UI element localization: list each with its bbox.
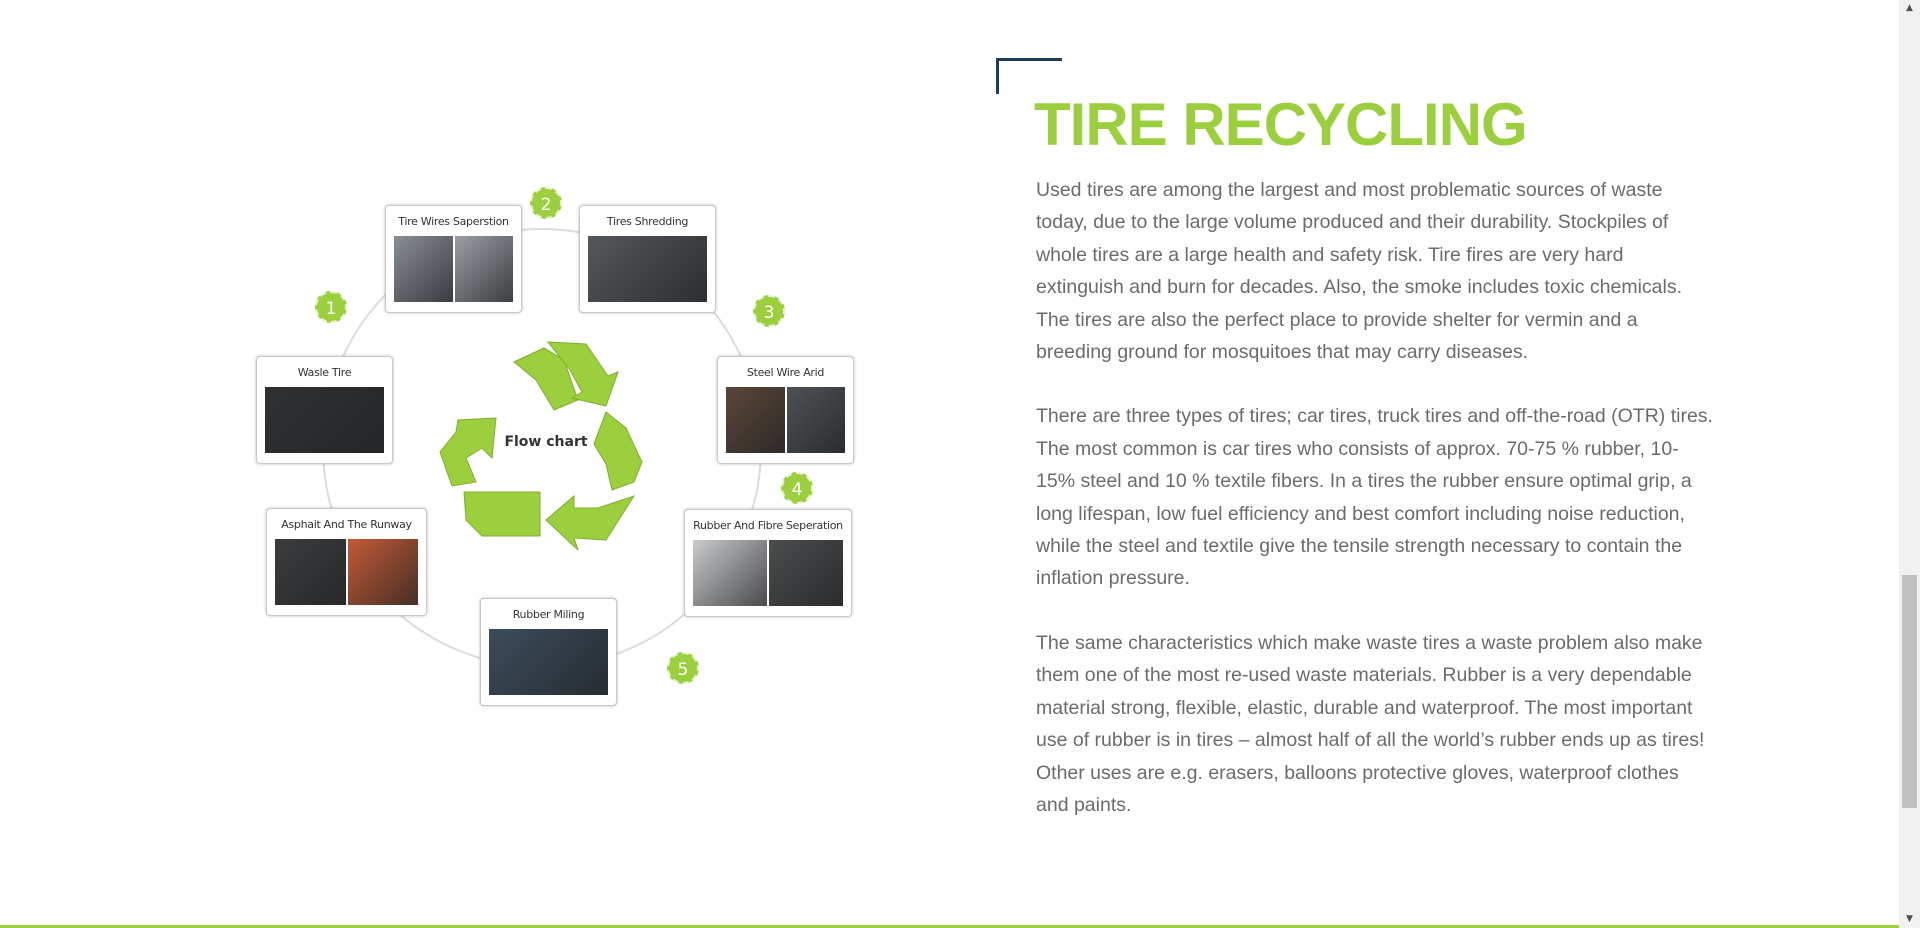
vertical-scrollbar[interactable]: ▲ ▼ xyxy=(1899,0,1920,928)
footer-accent-line xyxy=(0,925,1899,928)
step-number-5: 5 xyxy=(667,652,699,684)
stage-card-asphait-runway: Asphait And The Runway xyxy=(266,508,427,616)
step-number-1: 1 xyxy=(315,291,347,323)
stage-label: Steel Wire Arid xyxy=(746,366,825,379)
stage-label: Asphait And The Runway xyxy=(281,518,412,531)
stage-photo xyxy=(726,387,845,453)
step-number-2: 2 xyxy=(530,187,562,219)
stage-card-tires-shredding: Tires Shredding xyxy=(579,205,716,313)
triangle-up-icon[interactable]: ▲ xyxy=(1906,3,1913,13)
triangle-down-icon[interactable]: ▼ xyxy=(1906,914,1913,924)
stage-card-steel-wire: Steel Wire Arid xyxy=(717,356,854,464)
recycle-arrows-icon xyxy=(439,341,643,551)
stage-photo xyxy=(265,387,384,453)
stage-label: Tire Wires Saperstion xyxy=(398,215,509,228)
stage-photo xyxy=(394,236,513,302)
stage-label: Rubber Miling xyxy=(512,608,585,621)
article-body: Used tires are among the largest and mos… xyxy=(1036,174,1716,853)
page-title: TIRE RECYCLING xyxy=(1034,91,1528,158)
stage-photo xyxy=(693,540,843,606)
stage-photo xyxy=(588,236,707,302)
paragraph-2: There are three types of tires; car tire… xyxy=(1036,405,1713,590)
scrollbar-thumb[interactable] xyxy=(1902,575,1917,808)
step-number-3: 3 xyxy=(753,295,785,327)
title-corner-decoration xyxy=(996,58,1062,94)
stage-photo xyxy=(275,539,418,605)
stage-card-rubber-fibre: Rubber And Fibre Seperation xyxy=(684,509,852,617)
stage-card-rubber-miling: Rubber Miling xyxy=(480,598,617,706)
step-number-4: 4 xyxy=(781,472,813,504)
stage-card-tire-wires: Tire Wires Saperstion xyxy=(385,205,522,313)
stage-photo xyxy=(489,629,608,695)
recycling-flowchart: Flow chart Tire Wires Saperstion Tires S… xyxy=(250,180,870,720)
paragraph-3: The same characteristics which make wast… xyxy=(1036,631,1705,816)
stage-label: Rubber And Fibre Seperation xyxy=(693,519,843,532)
stage-card-wasle-tire: Wasle Tire xyxy=(256,356,393,464)
flowchart-center-label: Flow chart xyxy=(504,434,588,450)
stage-label: Wasle Tire xyxy=(297,366,352,379)
paragraph-1: Used tires are among the largest and mos… xyxy=(1036,179,1683,364)
stage-label: Tires Shredding xyxy=(606,215,689,228)
